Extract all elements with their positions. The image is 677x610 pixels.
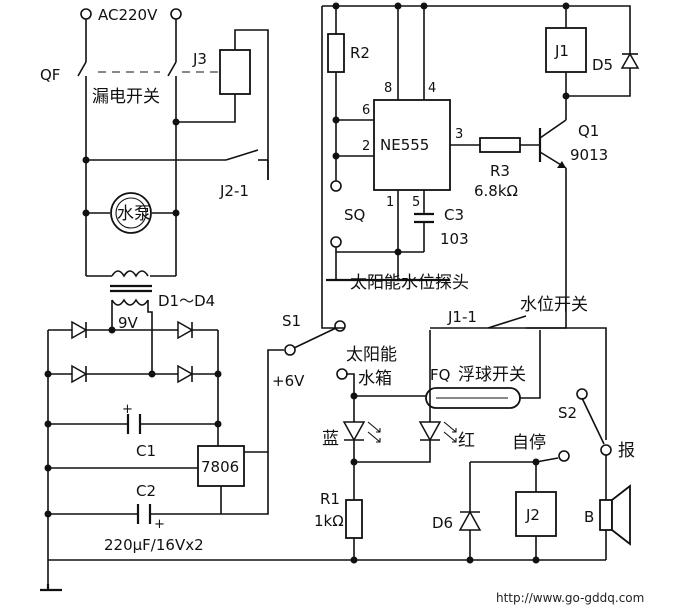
svg-text:8: 8 — [384, 81, 392, 96]
level-switch-label: 水位开关 — [520, 295, 588, 315]
s1-terminal-a — [284, 344, 296, 356]
s2-terminal-a — [576, 388, 588, 400]
diode-d4 — [177, 364, 194, 384]
d6-label: D6 — [432, 514, 453, 532]
diode-d5 — [620, 52, 640, 69]
ac-terminal-left — [80, 8, 92, 20]
qf-contact-left — [77, 61, 87, 77]
indicator-section: J1-1 水位开关 太阳能 水箱 FQ 浮球开关 蓝 红 — [48, 295, 635, 564]
plus6v-label: +6V — [272, 372, 305, 390]
svg-text:6: 6 — [362, 103, 370, 118]
ne555-label: NE555 — [380, 136, 429, 154]
j3-coil — [219, 49, 251, 95]
qf-contact-right — [167, 61, 177, 77]
svg-text:4: 4 — [428, 81, 436, 96]
auto-stop-terminal — [558, 450, 570, 462]
ac-supply-label: AC220V — [98, 6, 158, 24]
svg-text:+: + — [154, 517, 165, 532]
svg-text:3: 3 — [455, 127, 463, 142]
source-url: http://www.go-gddq.com — [496, 591, 644, 605]
j2-coil — [515, 491, 557, 537]
q1-label: Q1 — [578, 122, 599, 140]
sq-label: SQ — [344, 206, 365, 224]
resistor-r2 — [327, 33, 345, 73]
r1-label: R1 — [320, 490, 340, 508]
d5-label: D5 — [592, 56, 613, 74]
b-label: B — [584, 508, 594, 526]
float-switch-label: 浮球开关 — [458, 365, 526, 385]
d1-d4-label: D1～D4 — [158, 292, 215, 310]
s1-terminal-b — [334, 320, 346, 332]
probe-terminal-b — [330, 236, 342, 248]
s1-lever — [293, 327, 337, 349]
s2-label: S2 — [558, 404, 577, 422]
fq-label: FQ — [430, 366, 450, 384]
s1-label: S1 — [282, 312, 301, 330]
cap-spec-label: 220μF/16Vx2 — [104, 536, 204, 554]
leakage-switch-label: 漏电开关 — [92, 87, 160, 107]
diode-d2 — [177, 320, 194, 340]
s2-lever — [581, 397, 605, 445]
qf-label: QF — [40, 66, 60, 84]
led-blue — [342, 421, 366, 442]
j3-label: J3 — [192, 50, 207, 68]
tank-terminal — [336, 368, 348, 380]
solar-tank-label-2: 水箱 — [358, 369, 392, 389]
probe-terminal-a — [330, 180, 342, 192]
blue-label: 蓝 — [322, 429, 339, 449]
regulator-label: 7806 — [201, 458, 239, 476]
buzzer-b — [599, 499, 613, 531]
svg-text:2: 2 — [362, 139, 370, 154]
j2-1-contact — [225, 149, 259, 161]
transformer-secondary — [111, 298, 149, 306]
pump-label: 水泵 — [117, 204, 151, 224]
svg-text:1: 1 — [386, 195, 394, 210]
ground-symbol — [40, 584, 62, 592]
c3-label: C3 — [444, 206, 464, 224]
svg-text:+: + — [122, 402, 133, 417]
r3-value: 6.8kΩ — [474, 182, 518, 200]
mains-section: AC220V QF 漏电开关 J3 J2-1 水泵 — [40, 6, 269, 306]
ac-terminal-right — [170, 8, 182, 20]
resistor-r1 — [345, 499, 363, 539]
diode-d3 — [71, 364, 88, 384]
auto-stop-label: 自停 — [512, 433, 546, 453]
c2-label: C2 — [136, 482, 156, 500]
transformer-primary — [111, 270, 149, 278]
c3-value: 103 — [440, 230, 469, 248]
diode-d6 — [458, 510, 482, 531]
r3-label: R3 — [490, 162, 510, 180]
s2-terminal-b — [600, 444, 612, 456]
j1-1-contact — [487, 315, 527, 329]
j1-coil — [545, 27, 587, 73]
ne555-chip — [373, 99, 451, 191]
c1-label: C1 — [136, 442, 156, 460]
solar-tank-label-1: 太阳能 — [346, 345, 397, 365]
power-supply-section: 9V D1～D4 + C1 — [40, 292, 346, 592]
resistor-r3 — [479, 137, 521, 153]
r2-label: R2 — [350, 44, 370, 62]
alarm-label: 报 — [618, 441, 635, 461]
timer-section: R2 NE555 8 4 6 2 3 1 5 C3 103 SQ 太阳能水位探头… — [321, 2, 640, 329]
j2-1-label: J2-1 — [219, 182, 249, 200]
diode-d1 — [71, 320, 88, 340]
j1-label: J1 — [554, 42, 569, 60]
led-red — [418, 421, 442, 442]
j1-1-label: J1-1 — [447, 308, 477, 326]
j2-label: J2 — [525, 506, 540, 524]
pump-motor — [110, 192, 152, 234]
svg-text:5: 5 — [412, 195, 420, 210]
q1-model: 9013 — [570, 146, 608, 164]
r1-value: 1kΩ — [314, 512, 344, 530]
red-label: 红 — [458, 431, 475, 451]
transformer-voltage-label: 9V — [118, 314, 139, 332]
probe-label: 太阳能水位探头 — [350, 273, 469, 293]
